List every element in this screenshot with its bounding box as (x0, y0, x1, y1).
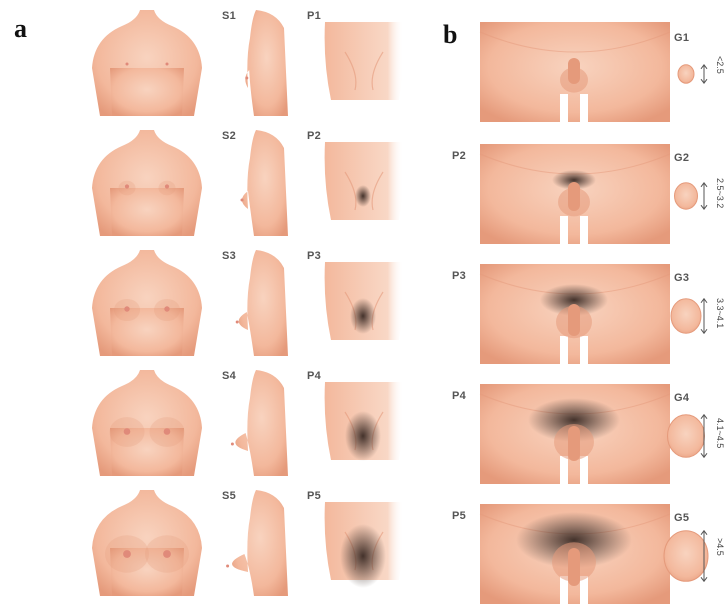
genital-stage-label: G4 (674, 392, 689, 404)
testis-size-illustration (664, 414, 714, 464)
breast-front-figure (82, 248, 212, 358)
breast-side-figure (236, 128, 296, 238)
breast-front-figure (82, 488, 212, 598)
panel-label-b: b (443, 20, 457, 50)
female-pubic-figure (323, 22, 405, 102)
male-genital-figure (480, 144, 670, 244)
genital-stage-label: G2 (674, 152, 689, 164)
male-pubic-stage-label: P3 (452, 270, 466, 282)
breast-stage-label: S3 (222, 250, 236, 262)
male-genital-figure (480, 22, 670, 122)
breast-side-figure (236, 488, 296, 598)
breast-side-figure (236, 248, 296, 358)
genital-stage-label: G1 (674, 32, 689, 44)
breast-stage-label: S1 (222, 10, 236, 22)
testis-size-illustration (664, 294, 714, 344)
female-pubic-figure (323, 502, 405, 582)
male-pubic-stage-label: P2 (452, 150, 466, 162)
female-pubic-figure (323, 262, 405, 342)
testis-size-text: <2.5 (715, 56, 725, 74)
breast-front-figure (82, 368, 212, 478)
testis-size-text: 3.3~4.1 (715, 298, 725, 328)
female-pubic-stage-label: P2 (307, 130, 321, 142)
testis-size-illustration (664, 174, 714, 224)
testis-size-text: 4.1~4.5 (715, 418, 725, 448)
breast-side-figure (236, 368, 296, 478)
female-pubic-stage-label: P1 (307, 10, 321, 22)
genital-stage-label: G5 (674, 512, 689, 524)
panel-label-a: a (14, 14, 27, 44)
male-pubic-stage-label: P5 (452, 510, 466, 522)
testis-size-text: >4.5 (715, 538, 725, 556)
breast-front-figure (82, 8, 212, 118)
testis-size-illustration (664, 52, 714, 102)
male-genital-figure (480, 384, 670, 484)
breast-side-figure (236, 8, 296, 118)
breast-stage-label: S5 (222, 490, 236, 502)
breast-stage-label: S4 (222, 370, 236, 382)
female-pubic-stage-label: P5 (307, 490, 321, 502)
male-pubic-stage-label: P4 (452, 390, 466, 402)
female-pubic-figure (323, 142, 405, 222)
breast-stage-label: S2 (222, 130, 236, 142)
female-pubic-figure (323, 382, 405, 462)
female-pubic-stage-label: P3 (307, 250, 321, 262)
male-genital-figure (480, 504, 670, 604)
testis-size-illustration (664, 534, 714, 584)
testis-size-text: 2.5~3.2 (715, 178, 725, 208)
female-pubic-stage-label: P4 (307, 370, 321, 382)
male-genital-figure (480, 264, 670, 364)
breast-front-figure (82, 128, 212, 238)
genital-stage-label: G3 (674, 272, 689, 284)
